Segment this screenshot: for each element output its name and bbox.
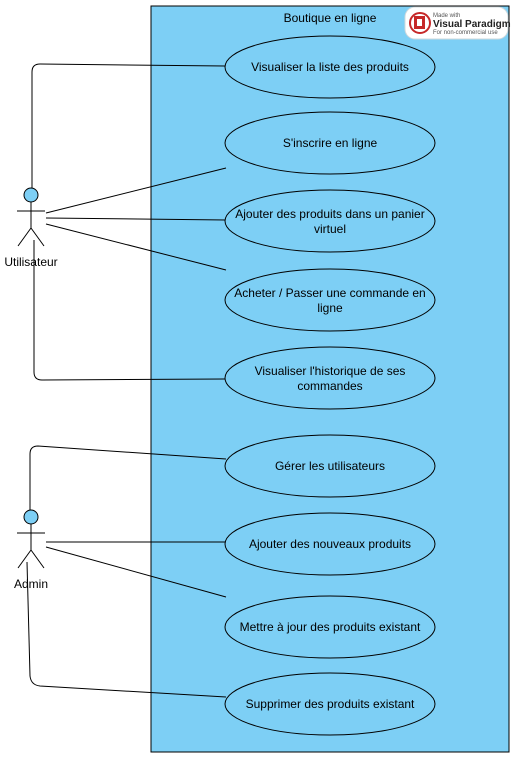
watermark-note: For non-commercial use — [433, 30, 498, 36]
use-case-visualiser-liste: Visualiser la liste des produits — [224, 35, 436, 99]
use-case-label: commandes — [297, 379, 362, 393]
associations-admin — [26, 445, 227, 698]
association-line — [45, 546, 227, 598]
system-title: Boutique en ligne — [284, 11, 377, 25]
association-line — [26, 561, 227, 698]
association-line — [45, 223, 227, 271]
associations-utilisateur — [31, 63, 227, 381]
actor-utilisateur-label: Utilisateur — [4, 255, 57, 269]
use-case-label: virtuel — [314, 222, 346, 236]
watermark-brand: Visual Paradigm — [433, 19, 511, 30]
use-case-gerer-utilisateurs: Gérer les utilisateurs — [224, 434, 436, 498]
association-line — [31, 63, 226, 188]
use-case-acheter: Acheter / Passer une commande en ligne — [224, 268, 436, 332]
use-case-label: S'inscrire en ligne — [283, 136, 378, 150]
use-case-inscrire: S'inscrire en ligne — [224, 111, 436, 175]
use-case-label: Mettre à jour des produits existant — [240, 620, 421, 634]
use-case-label: Visualiser l'historique de ses — [255, 364, 406, 378]
use-case-label: Ajouter des produits dans un panier — [235, 207, 424, 221]
use-case-label: Supprimer des produits existant — [246, 697, 415, 711]
use-case-label: Ajouter des nouveaux produits — [249, 537, 411, 551]
association-line — [45, 167, 227, 214]
association-line — [45, 217, 227, 221]
actor-utilisateur — [17, 187, 45, 247]
actor-admin — [17, 509, 45, 569]
visual-paradigm-watermark: Made with Visual Paradigm For non-commer… — [404, 6, 511, 40]
use-case-mettre-a-jour: Mettre à jour des produits existant — [224, 595, 436, 659]
use-case-ajouter-produits: Ajouter des nouveaux produits — [224, 512, 436, 576]
watermark-made-with: Made with — [433, 13, 460, 19]
actor-admin-label: Admin — [14, 577, 48, 591]
use-case-label: Acheter / Passer une commande en — [234, 286, 425, 300]
use-case-label: ligne — [317, 301, 343, 315]
actor-head-icon — [23, 509, 39, 525]
visual-paradigm-logo-icon — [409, 12, 431, 34]
association-line — [29, 445, 227, 510]
association-line — [33, 240, 226, 381]
use-case-label: Gérer les utilisateurs — [275, 459, 385, 473]
use-case-ajouter-panier: Ajouter des produits dans un panier virt… — [224, 189, 436, 253]
actor-head-icon — [23, 187, 39, 203]
use-case-historique: Visualiser l'historique de ses commandes — [224, 346, 436, 410]
use-case-supprimer: Supprimer des produits existant — [224, 672, 436, 736]
use-case-label: Visualiser la liste des produits — [251, 60, 409, 74]
